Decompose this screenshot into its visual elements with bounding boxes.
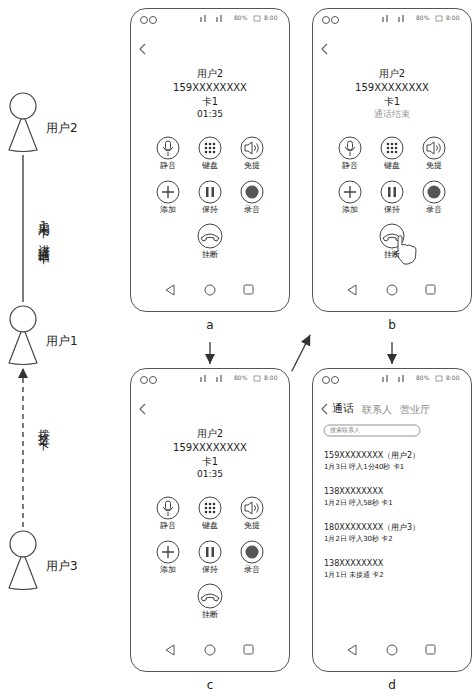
call-buttons (157, 137, 263, 248)
connector-line (22, 155, 23, 302)
screen-text: 80% (234, 15, 247, 22)
user-head (10, 93, 36, 119)
user-head (10, 531, 36, 557)
screen-text: 录音 (182, 566, 322, 575)
phone-frame (312, 8, 472, 312)
hand-pointer (396, 236, 416, 265)
screen-text: 营业厅 (400, 404, 430, 415)
user-icon (8, 92, 38, 152)
screen-text: 挂断 (322, 251, 462, 260)
phone-screen: 80%8:00用户2159XXXXXXXX卡101:35静音键盘免提添加保持录音… (130, 368, 290, 698)
screen-text: 搜索联系人 (330, 427, 360, 434)
screen-text: 1月2日 呼入30秒 卡2 (324, 536, 393, 544)
screen-text: 录音 (182, 206, 322, 215)
screen-text: 138XXXXXXXX (324, 488, 383, 497)
call-buttons (339, 137, 445, 248)
screen-text: 138XXXXXXXX (324, 560, 383, 569)
screen-text: 通话结束 (322, 110, 462, 120)
screen-text: 01:35 (140, 470, 280, 480)
user-figure: 用户3 (8, 530, 38, 590)
screen-text: 8:00 (446, 375, 459, 382)
user-body (9, 557, 37, 590)
call-buttons (157, 497, 263, 608)
user-figure: 用户1 (8, 305, 38, 365)
user-label: 用户1 (46, 335, 78, 348)
screen-text: 159XXXXXXXX (140, 82, 280, 93)
flow-arrow (209, 342, 210, 364)
screen-text: 免提 (364, 162, 474, 171)
screen-text: 159XXXXXXXX (140, 442, 280, 453)
phone-screen: 80% 8:00 通话联系人营业厅搜索联系人 159XXXXXXXX（用户2） 1月3日… (312, 368, 472, 698)
user-icon (8, 530, 38, 590)
flow-arrow (292, 335, 310, 371)
phone-chrome (322, 375, 442, 655)
phone-chrome (322, 15, 442, 295)
screen-text: 挂断 (140, 611, 280, 620)
screen-text: 联系人 (362, 404, 392, 415)
screen-text: 挂断 (140, 251, 280, 260)
edge-label: 采用卡1进行通话中 (36, 213, 49, 245)
screen-text: 8:00 (446, 15, 459, 22)
screen-text: 80% (416, 375, 429, 382)
figure-label: c (140, 679, 280, 692)
screen-text: 录音 (364, 206, 474, 215)
figure-label: a (140, 319, 280, 332)
screen-text: 用户2 (140, 428, 280, 439)
screen-text: 免提 (182, 162, 322, 171)
screen-text: 180XXXXXXXX（用户3） (324, 524, 420, 533)
user-label: 用户3 (46, 560, 78, 573)
figure-label: d (322, 679, 462, 692)
user-icon (8, 305, 38, 365)
user-head (10, 306, 36, 332)
screen-text: 用户2 (322, 68, 462, 79)
screen-text: 8:00 (264, 15, 277, 22)
flow-arrow (22, 368, 23, 527)
user-body (9, 119, 37, 152)
phone-screen: 80%8:00用户2159XXXXXXXX卡101:35静音键盘免提添加保持录音… (130, 8, 290, 338)
search-box (324, 425, 420, 436)
screen-text: 80% (234, 375, 247, 382)
edge-label: 拨打卡2 (36, 419, 49, 453)
user-label: 用户2 (46, 122, 78, 135)
phone-screen: 80%8:00用户2159XXXXXXXX卡1通话结束静音键盘免提添加保持录音挂… (312, 8, 472, 338)
screen-text: 159XXXXXXXX (322, 82, 462, 93)
screen-text: 1月1日 未接通 卡2 (324, 572, 384, 580)
screen-text: 1月3日 呼入1分40秒 卡1 (324, 464, 404, 472)
flow-arrow (391, 342, 392, 364)
phone-frame (130, 368, 290, 672)
screen-text: 卡1 (140, 96, 280, 107)
figure-label: b (322, 319, 462, 332)
screen-text: 卡1 (140, 456, 280, 467)
screen-text: 80% (416, 15, 429, 22)
screen-text: 1月2日 呼入58秒 卡1 (324, 500, 393, 508)
screen-text: 用户2 (140, 68, 280, 79)
phone-chrome (140, 15, 260, 295)
user-body (9, 332, 37, 365)
screen-text: 卡1 (322, 96, 462, 107)
screen-text: 免提 (182, 522, 322, 531)
phone-chrome (140, 375, 260, 655)
user-figure: 用户2 (8, 92, 38, 152)
screen-text: 159XXXXXXXX（用户2） (324, 452, 420, 461)
screen-text: 01:35 (140, 110, 280, 120)
screen-text: 通话 (332, 403, 354, 415)
screen-text: 8:00 (264, 375, 277, 382)
phone-frame (130, 8, 290, 312)
